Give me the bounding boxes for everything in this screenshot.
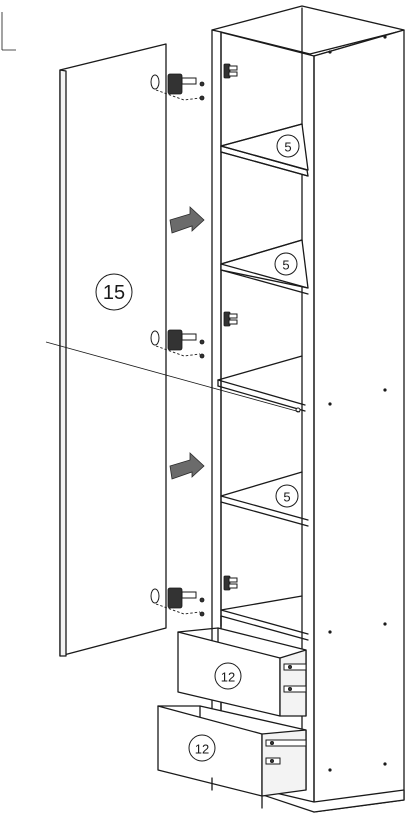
hinge-top (150, 73, 205, 101)
shelf-fixed (220, 595, 309, 641)
callout-shelf-mid-label: 5 (282, 258, 289, 273)
corner-mark (1, 12, 16, 51)
callout-shelf-top: 5 (276, 134, 300, 158)
callout-shelf-low: 5 (275, 484, 299, 508)
callout-drawer-upper-label: 12 (221, 670, 235, 685)
mounting-plate-top (223, 63, 238, 79)
hole (328, 50, 332, 54)
guide-line (45, 341, 301, 413)
mounting-plate-middle (223, 311, 238, 327)
callout-shelf-top-label: 5 (284, 140, 291, 155)
callout-door-label: 15 (103, 282, 125, 304)
hole (328, 402, 332, 406)
callout-drawer-upper: 12 (214, 662, 242, 690)
hole (328, 768, 332, 772)
shelf-3 (217, 355, 306, 413)
hole (328, 630, 332, 634)
hole (383, 35, 387, 39)
arrow-icon (169, 452, 205, 480)
callout-drawer-lower-label: 12 (195, 742, 209, 757)
hole (383, 388, 387, 392)
hinge-middle (150, 329, 205, 359)
drawer-upper (177, 627, 307, 717)
cabinet-top-edge (220, 31, 398, 55)
callout-shelf-low-label: 5 (283, 490, 290, 505)
shelf-4 (220, 471, 309, 527)
arrow-icon (169, 206, 205, 234)
hinge-bottom (150, 587, 205, 617)
drawer-lower (157, 705, 307, 797)
hole (383, 762, 387, 766)
callout-drawer-lower: 12 (188, 734, 216, 762)
callout-door: 15 (95, 273, 133, 311)
hole (383, 622, 387, 626)
mounting-plate-bottom (223, 575, 238, 591)
door-panel (59, 43, 167, 657)
shelf-2 (220, 239, 309, 295)
cabinet-right-side (313, 29, 405, 813)
callout-shelf-mid: 5 (274, 252, 298, 276)
